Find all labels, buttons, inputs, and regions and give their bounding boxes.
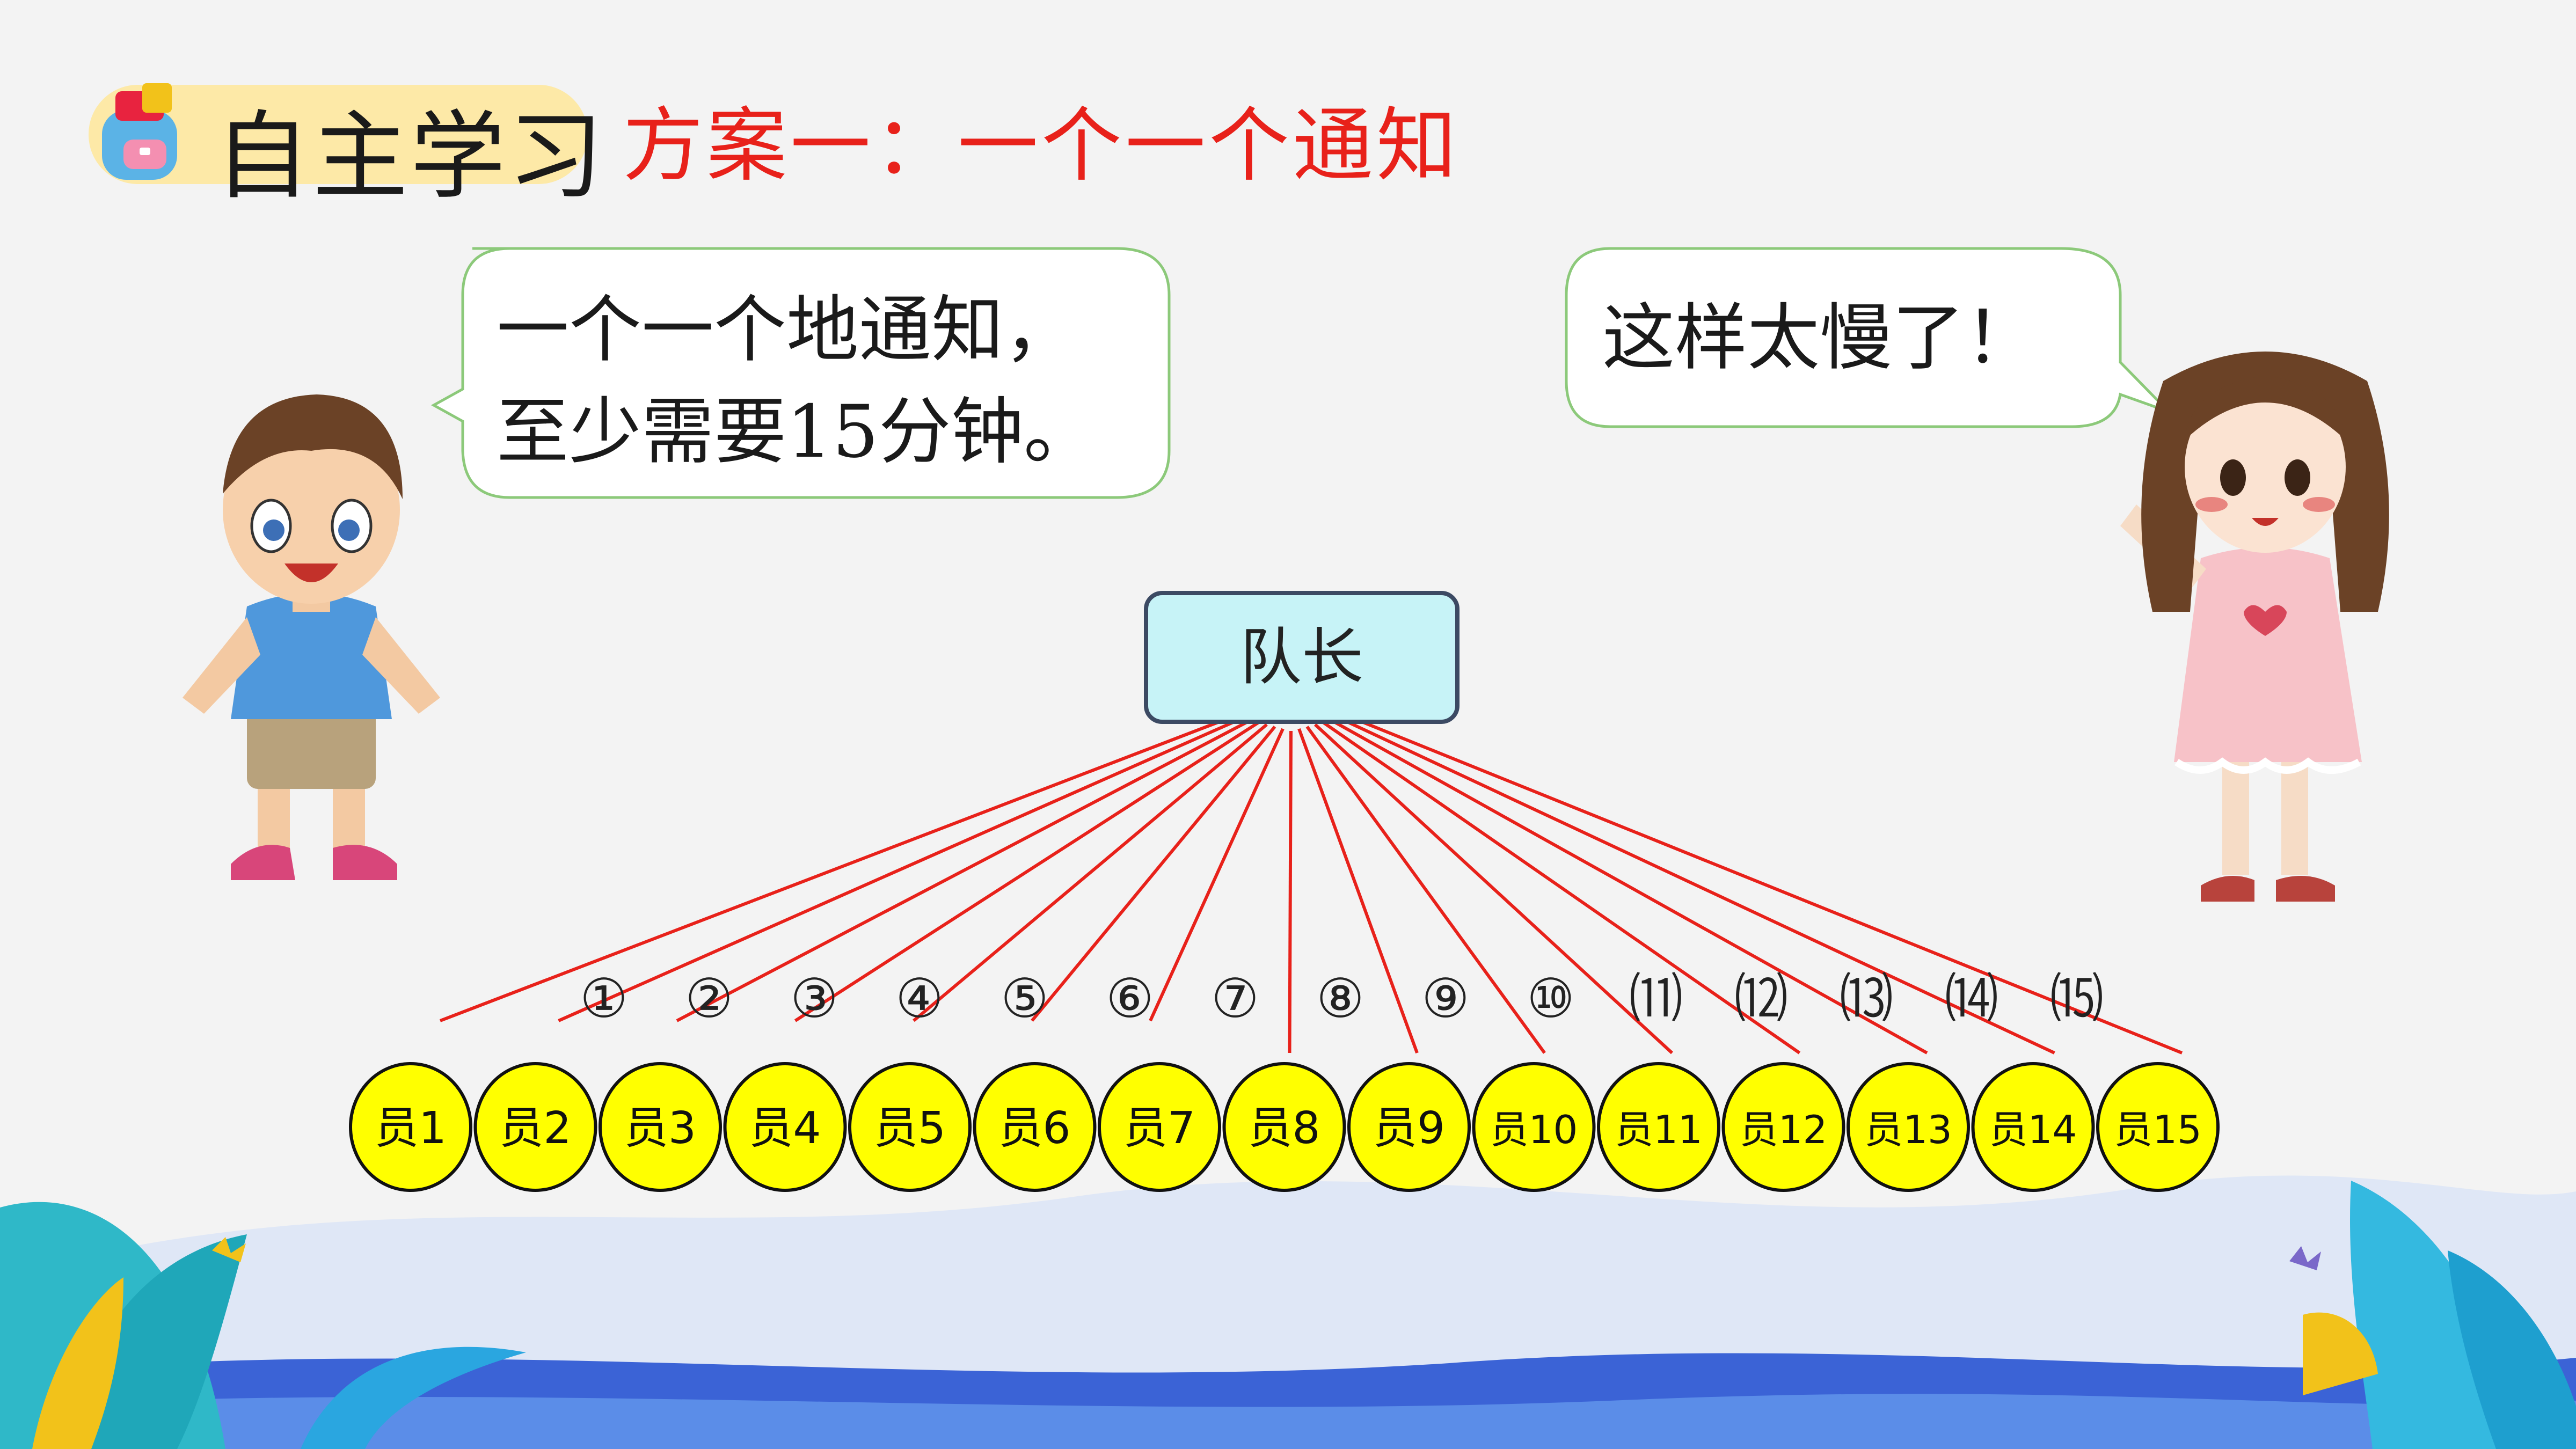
- connector-line: [1313, 723, 1674, 1055]
- boy-bubble-text: 一个一个地通知， 至少需要15分钟。: [497, 288, 1096, 474]
- member-label: 员10: [1490, 1107, 1578, 1152]
- left-leaf: [64, 1234, 247, 1449]
- member-node: [2096, 1062, 2220, 1192]
- member-node: [1971, 1062, 2095, 1192]
- order-label: ⒂: [2050, 967, 2104, 1030]
- order-label: ⑩: [1527, 967, 1575, 1030]
- connector-line: [1031, 726, 1276, 1022]
- member-node: [1472, 1062, 1596, 1192]
- member-label: 员11: [1615, 1107, 1703, 1152]
- order-label: ⒀: [1840, 967, 1893, 1030]
- left-leaf: [301, 1346, 526, 1449]
- member-node: [1347, 1062, 1471, 1192]
- member-label: 员5: [874, 1103, 946, 1154]
- butterfly-icon: [212, 1237, 246, 1262]
- connector-line: [913, 723, 1268, 1022]
- connector-line: [439, 714, 1236, 1022]
- connector-line: [1322, 721, 1801, 1055]
- section-title: 自主学习: [215, 101, 605, 212]
- left-leaf: [32, 1277, 123, 1449]
- order-label: ⑧: [1316, 967, 1364, 1030]
- member-node: [1721, 1062, 1845, 1192]
- member-label: 员13: [1864, 1107, 1952, 1152]
- right-leaf: [2448, 1250, 2576, 1449]
- connector-line: [558, 716, 1244, 1022]
- order-label: ④: [895, 967, 944, 1030]
- order-label: ⑥: [1106, 967, 1154, 1030]
- member-node: [723, 1062, 847, 1192]
- order-label: ⑾: [1629, 967, 1683, 1030]
- member-node: [973, 1062, 1097, 1192]
- member-label: 员14: [1989, 1107, 2077, 1152]
- connector-line: [1338, 716, 2055, 1055]
- order-label: ⑦: [1211, 967, 1259, 1030]
- connector-line: [794, 721, 1260, 1022]
- member-label: 员6: [998, 1103, 1070, 1154]
- leader-box: [1144, 591, 1460, 724]
- right-leaf: [2303, 1312, 2378, 1395]
- member-label: 员12: [1740, 1107, 1828, 1152]
- slide-heading: 方案一：一个一个通知: [623, 99, 1461, 193]
- girl-illustration: [2120, 352, 2389, 902]
- member-node: [1098, 1062, 1221, 1192]
- member-label: 员7: [1123, 1103, 1195, 1154]
- member-label: 员3: [624, 1103, 696, 1154]
- member-node: [1222, 1062, 1346, 1192]
- order-label: ③: [790, 967, 838, 1030]
- member-label: 员1: [375, 1103, 447, 1154]
- order-label: ①: [580, 967, 628, 1030]
- butterfly-icon: [2289, 1246, 2321, 1270]
- order-label: ②: [685, 967, 733, 1030]
- girl-speech-bubble: [1565, 247, 2170, 428]
- boy-speech-bubble: [430, 247, 1171, 499]
- connector-line: [1330, 719, 1928, 1055]
- connector-line: [1288, 730, 1293, 1053]
- member-node: [848, 1062, 972, 1192]
- connector-line: [1297, 728, 1419, 1054]
- member-label: 员2: [499, 1103, 571, 1154]
- connector-lines: [439, 714, 2183, 1055]
- member-node: [1847, 1062, 1970, 1192]
- member-label: 员15: [2114, 1107, 2202, 1152]
- connector-line: [1346, 714, 2183, 1055]
- connector-line: [676, 719, 1252, 1022]
- order-label: ⑨: [1421, 967, 1470, 1030]
- member-label: 员9: [1373, 1103, 1445, 1154]
- order-label: ⑤: [1001, 967, 1049, 1030]
- connector-line: [1305, 726, 1546, 1054]
- member-node: [599, 1062, 722, 1192]
- member-node: [473, 1062, 597, 1192]
- connector-line: [1149, 728, 1285, 1022]
- girl-bubble-text: 这样太慢了！: [1602, 296, 2037, 380]
- boy-illustration: [183, 394, 440, 880]
- leader-label: 队长: [1239, 621, 1363, 693]
- backpack-icon: [102, 83, 177, 180]
- water-band-light: [0, 1394, 2576, 1449]
- order-label: ⒁: [1945, 967, 1998, 1030]
- order-label: ⑿: [1734, 967, 1788, 1030]
- member-label: 员8: [1248, 1103, 1320, 1154]
- member-node: [1597, 1062, 1720, 1192]
- member-label: 员4: [749, 1103, 821, 1154]
- member-nodes: 员1 员2 员3 员4 员5 员6 员7 员8 员9 员10 员11 员12 员13 员14 员15: [349, 1062, 2220, 1192]
- member-node: [349, 1062, 472, 1192]
